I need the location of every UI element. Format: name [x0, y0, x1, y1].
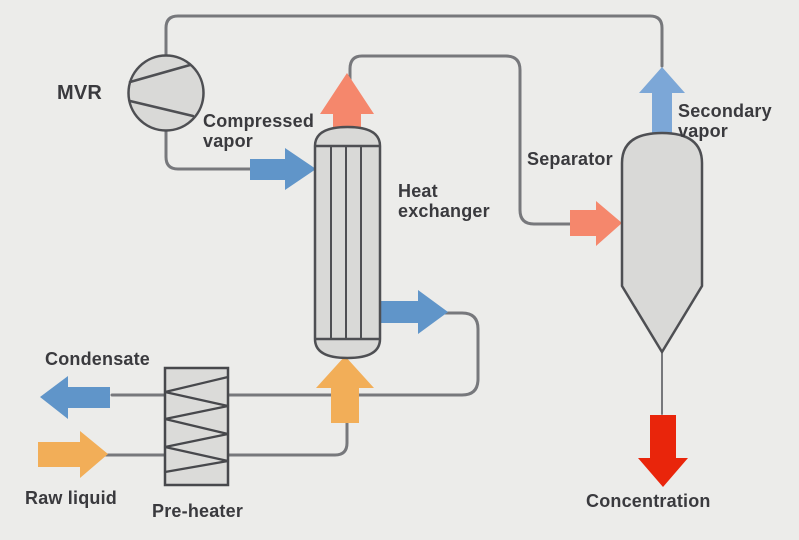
separator-label: Separator	[527, 149, 613, 169]
secondary-vapor-label-line1: Secondary	[678, 101, 772, 121]
pre-heater-label: Pre-heater	[152, 501, 244, 521]
pipe-separator-to-mvr	[164, 14, 664, 68]
pipe-raw-liquid	[104, 418, 349, 457]
raw-liquid-label: Raw liquid	[25, 488, 117, 508]
heat-exchanger-label-line2: exchanger	[398, 201, 490, 221]
separator-symbol	[620, 131, 704, 354]
heat-exchanger-shell	[313, 125, 382, 360]
compressed-vapor-arrow	[250, 148, 316, 190]
compressor-vane-lines	[128, 63, 195, 118]
flow-arrows	[38, 67, 688, 487]
concentration-label: Concentration	[586, 491, 711, 511]
mvr-compressor-symbol	[127, 54, 205, 132]
pipe-heat-exchanger-to-separator	[348, 54, 572, 226]
heat-exchanger-label: Heat exchanger	[398, 181, 490, 221]
heat-exchanger-tube-sheets	[315, 144, 380, 341]
pipe-condensate-loop	[110, 311, 480, 397]
compressed-vapor-label-line2: vapor	[203, 131, 254, 151]
pre-heater-coil	[163, 375, 230, 474]
raw-liquid-arrow	[38, 431, 108, 478]
separator-inlet-arrow	[570, 201, 622, 246]
compressed-vapor-label: Compressed vapor	[203, 111, 314, 151]
equipment-symbols	[127, 54, 704, 487]
compressed-vapor-label-line1: Compressed	[203, 111, 315, 131]
heat-exchanger-feed-arrow	[316, 356, 374, 423]
secondary-vapor-label-line2: vapor	[678, 121, 729, 141]
pipes	[104, 14, 664, 457]
heat-exchanger-label-line1: Heat	[398, 181, 438, 201]
heat-exchanger-symbol	[313, 125, 382, 360]
concentration-arrow	[638, 415, 688, 487]
pre-heater-symbol	[163, 366, 230, 487]
heat-exchanger-top-vapor-arrow	[320, 73, 374, 131]
compressor-circle	[127, 54, 205, 132]
mvr-label: MVR	[57, 82, 103, 104]
heat-exchanger-tubes	[330, 147, 362, 338]
pipe-mvr-to-heat-exchanger	[164, 126, 252, 171]
condensate-arrow	[40, 376, 110, 419]
secondary-vapor-label: Secondary vapor	[678, 101, 772, 141]
heat-exchanger-condensate-out-arrow	[380, 290, 448, 334]
secondary-vapor-arrow	[639, 67, 685, 133]
condensate-label: Condensate	[45, 349, 151, 369]
